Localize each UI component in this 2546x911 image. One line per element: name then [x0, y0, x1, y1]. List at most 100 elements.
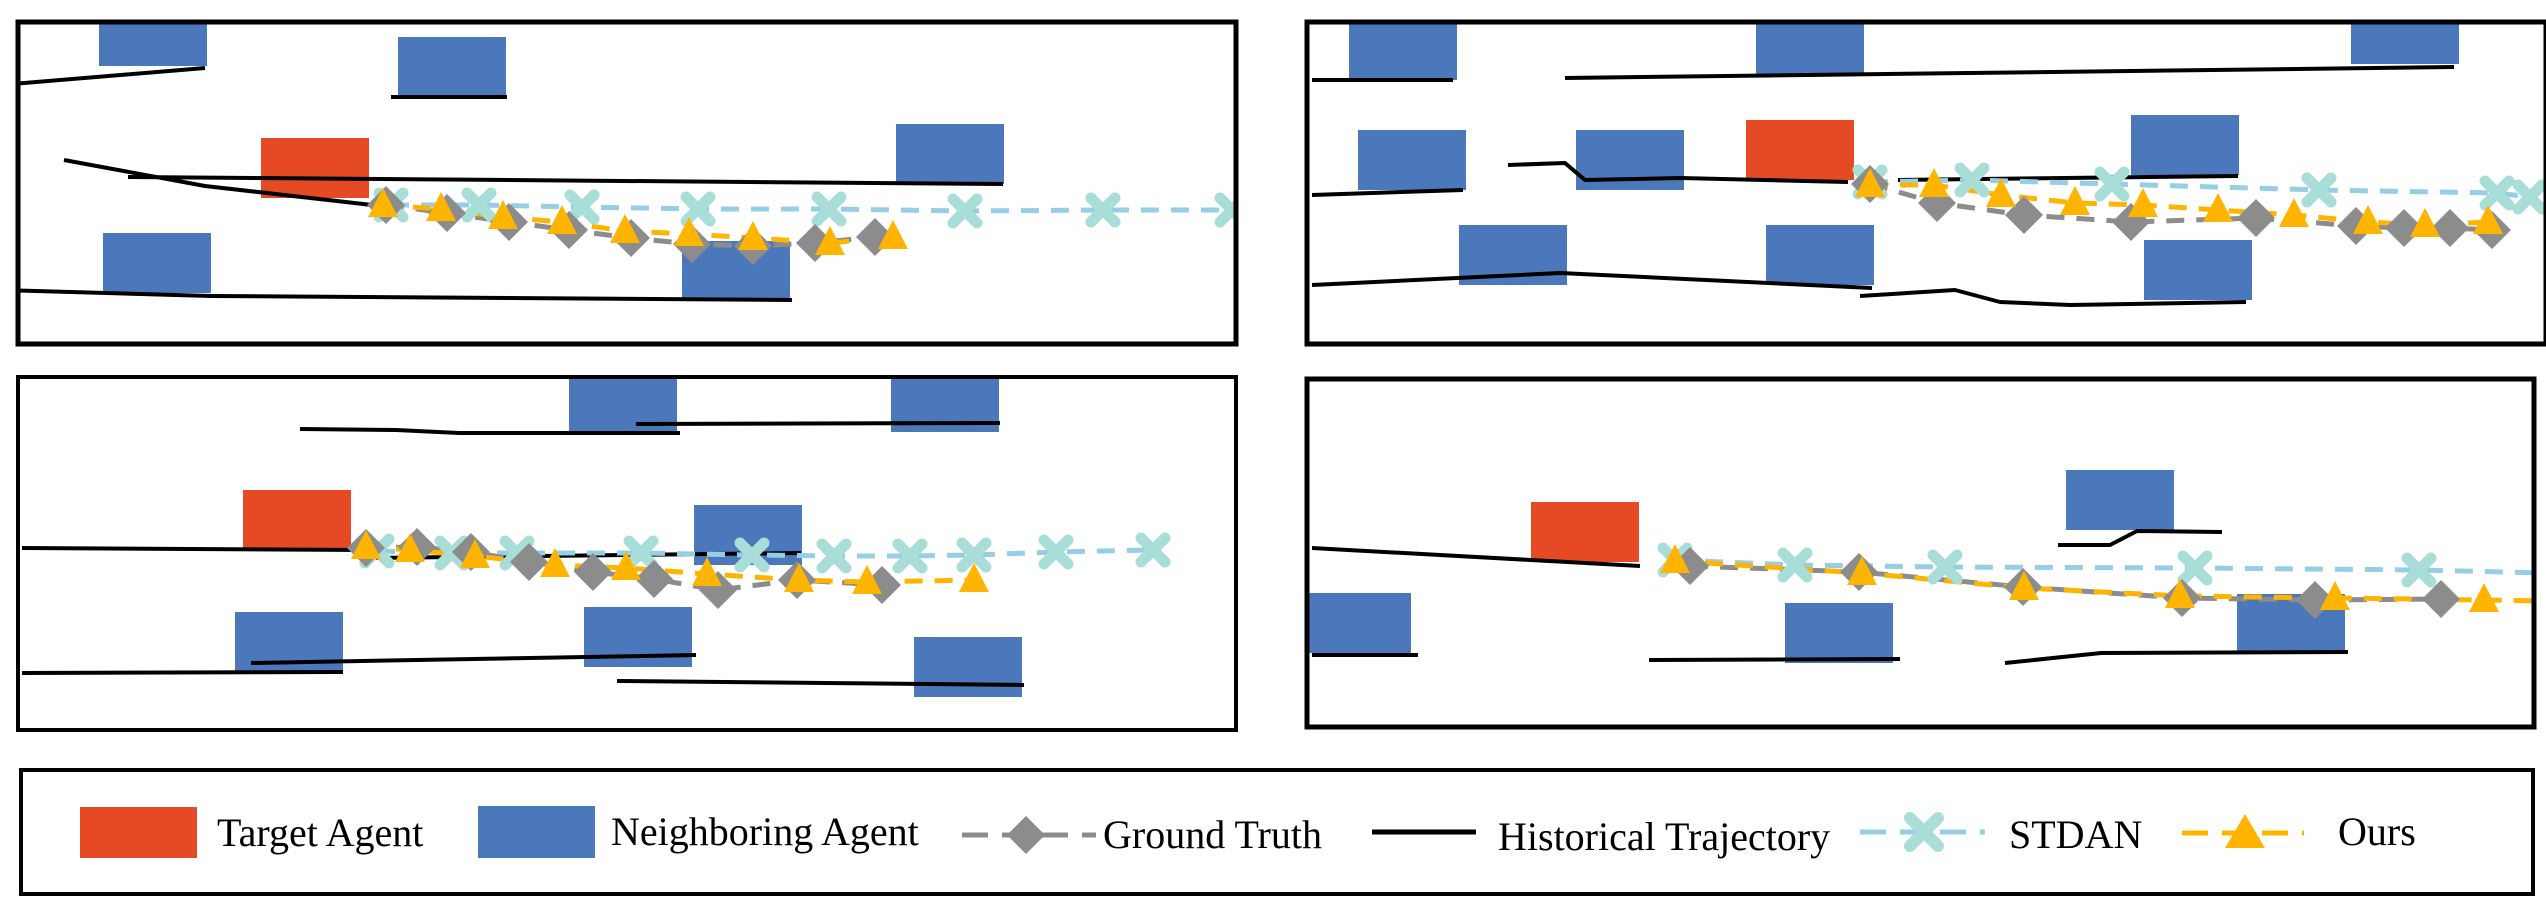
ours-marker [1847, 556, 1877, 585]
ground-truth-line [1869, 181, 2493, 233]
stdan-marker [2177, 550, 2213, 586]
neighboring-agent [1756, 22, 1864, 75]
stdan-marker [1214, 192, 1236, 228]
ground-truth-marker [574, 553, 612, 591]
ours-marker [1855, 168, 1885, 197]
historical-trajectory-line [1897, 174, 2239, 182]
stdan-marker [1085, 192, 1121, 228]
historical-trajectory-line [63, 158, 373, 207]
target-agent [261, 138, 369, 198]
stdan-marker [1954, 162, 1990, 198]
historical-trajectory-line [364, 551, 802, 560]
legend-historical-label: Historical Trajectory [1498, 814, 1830, 859]
ours-marker [460, 539, 490, 568]
ours-marker [2320, 581, 2350, 610]
historical-trajectory-line [616, 679, 1025, 687]
historical-trajectory-line [21, 546, 366, 552]
ours-marker [611, 551, 641, 580]
stdan-marker [734, 537, 770, 573]
historical-trajectory-line [1564, 65, 2455, 80]
ours-marker [2279, 198, 2309, 227]
historical-trajectory-line [18, 66, 206, 86]
stdan-marker [2479, 175, 2515, 211]
scene-panel-bottom-right [1307, 470, 2534, 665]
target-agent [1746, 120, 1854, 180]
stdan-line [391, 202, 1232, 214]
historical-trajectory-line [299, 427, 680, 435]
ours-marker [2203, 193, 2233, 222]
historical-trajectory-line [21, 670, 344, 675]
stdan-marker [1777, 547, 1813, 583]
legend-stdan-label: STDAN [2009, 812, 2142, 857]
ours-marker [351, 530, 381, 559]
neighboring-agent [914, 637, 1022, 697]
ours-marker [540, 548, 570, 577]
ours-marker [878, 220, 908, 249]
ground-truth-marker [2422, 580, 2460, 618]
ours-marker [692, 557, 722, 586]
neighboring-agent [569, 377, 677, 435]
ours-marker [2009, 571, 2039, 600]
historical-trajectory-line [1648, 657, 1901, 662]
legend-neighbor-label: Neighboring Agent [611, 809, 919, 854]
neighboring-agent [2351, 22, 2459, 64]
neighboring-agent [1785, 603, 1893, 663]
ground-truth-marker [2237, 199, 2275, 237]
panel-border-bottom-left [16, 375, 1238, 732]
scene-panel-top-right [1311, 22, 2546, 307]
ours-marker [2165, 579, 2195, 608]
ours-marker [1986, 178, 2016, 207]
historical-trajectory-line [1311, 188, 1464, 197]
stdan-marker [1038, 534, 1074, 570]
legend-stdan-symbol [1860, 812, 1985, 852]
stdan-marker [2301, 172, 2337, 208]
ours-marker [368, 188, 398, 217]
scene-panel-top-left [18, 22, 1236, 302]
ground-truth-marker [863, 566, 901, 604]
neighboring-agent [1766, 225, 1874, 285]
neighboring-agent [2131, 115, 2239, 175]
historical-trajectory-line [2004, 650, 2349, 665]
target-agent [243, 490, 351, 550]
stdan-marker [947, 193, 983, 229]
historical-trajectory-line [1507, 161, 1849, 184]
ground-truth-line [365, 544, 883, 593]
historical-trajectory-line [2058, 529, 2223, 547]
legend-neighbor-swatch [478, 806, 595, 858]
stdan-line [1674, 557, 2534, 576]
stdan-marker [1135, 532, 1171, 568]
neighboring-agent [1358, 130, 1466, 190]
neighboring-agent [896, 124, 1004, 184]
stdan-marker [680, 191, 716, 227]
stdan-marker [564, 189, 600, 225]
ours-marker [815, 226, 845, 255]
historical-trajectory-line [635, 421, 1001, 426]
ours-marker [2410, 208, 2440, 237]
ours-marker [674, 217, 704, 246]
ground-truth-marker [2431, 209, 2469, 247]
ours-marker [395, 533, 425, 562]
neighboring-agent [2144, 240, 2252, 300]
ours-marker [784, 563, 814, 592]
ours-marker [610, 214, 640, 243]
legend-target-swatch [80, 807, 197, 858]
historical-trajectory-line [1311, 546, 1641, 568]
legend-border [19, 768, 2535, 896]
stdan-marker [2401, 552, 2437, 588]
ours-marker [2060, 186, 2090, 215]
legend-ground-truth-symbol [962, 816, 1096, 854]
neighboring-agent [398, 37, 506, 97]
ground-truth-marker [2385, 209, 2423, 247]
ours-marker [959, 563, 989, 592]
legend: Target Agent Neighboring Agent Ground Tr… [19, 768, 2535, 896]
stdan-marker [2094, 166, 2130, 202]
neighboring-agent [99, 22, 207, 66]
neighboring-agent [2066, 470, 2174, 530]
stdan-marker [1927, 549, 1963, 585]
historical-trajectory-line [127, 175, 1004, 186]
stdan-marker [2512, 179, 2546, 215]
ours-marker [1660, 544, 1690, 573]
target-agent [1531, 502, 1639, 562]
stdan-marker [623, 535, 659, 571]
